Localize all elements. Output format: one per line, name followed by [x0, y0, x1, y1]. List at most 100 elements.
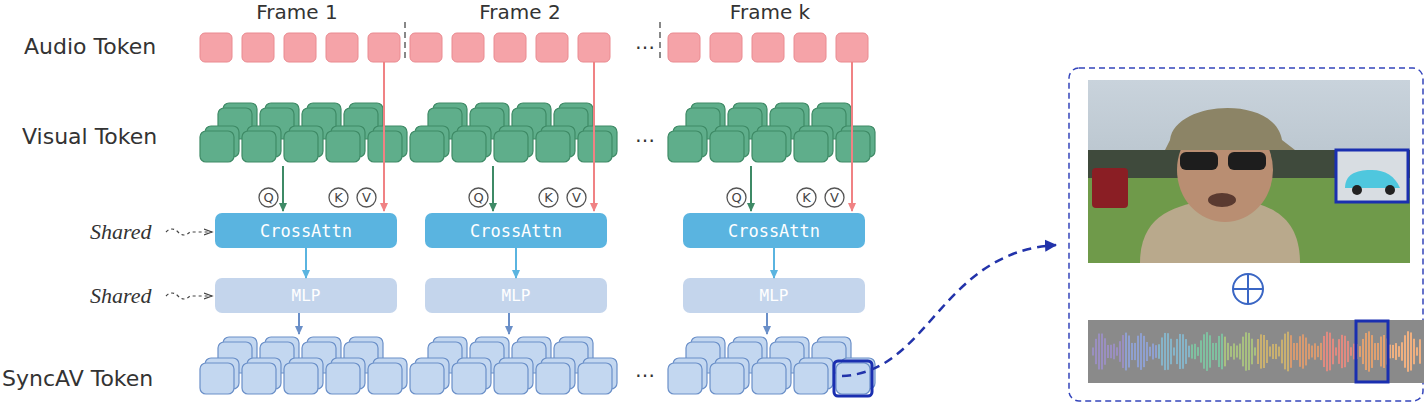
wave-bar	[1284, 334, 1286, 370]
wave-bar	[1107, 345, 1109, 358]
wave-bar	[1287, 332, 1289, 372]
output-arrow	[766, 313, 768, 334]
wave-bar	[1335, 347, 1337, 355]
wave-bar	[1254, 347, 1256, 355]
syncav-token	[836, 363, 870, 394]
wave-bar	[1359, 346, 1361, 357]
qkv-circle: K	[328, 187, 349, 208]
syncav-token	[368, 363, 402, 394]
wave-bar	[1257, 339, 1259, 364]
wave-bar	[1230, 346, 1232, 357]
syncav-token	[410, 363, 444, 394]
ellipsis: …	[635, 358, 655, 382]
visual-arrow	[492, 166, 494, 211]
audio-token	[326, 33, 358, 62]
wave-bar	[1164, 333, 1166, 370]
wave-bar	[1305, 338, 1307, 366]
audio-token	[752, 33, 784, 62]
wave-bar	[1275, 344, 1277, 359]
audio-token	[536, 33, 568, 62]
wave-bar	[1296, 343, 1298, 360]
mlp-box: MLP	[425, 278, 607, 313]
audio-token	[668, 33, 700, 62]
circle-shape	[329, 188, 348, 207]
wave-bar	[1236, 345, 1238, 357]
flow-connector	[515, 248, 517, 278]
wave-bar	[1212, 343, 1214, 360]
wave-bar	[1278, 347, 1280, 357]
visual-token	[200, 131, 234, 162]
wave-bar	[1092, 348, 1094, 356]
shared-note: Shared	[90, 219, 152, 245]
wave-bar	[1365, 333, 1367, 370]
wave-bar	[1281, 340, 1283, 364]
wave-bar	[1293, 343, 1295, 360]
wave-bar	[1245, 332, 1247, 370]
flow-connector	[305, 248, 307, 278]
qkv-circle: V	[824, 187, 845, 208]
wave-bar	[1416, 347, 1418, 355]
row-label: Visual Token	[22, 124, 157, 149]
wave-bar	[1170, 339, 1172, 364]
audio-arrow	[851, 62, 853, 211]
visual-token	[452, 131, 486, 162]
plus-bar	[1247, 274, 1249, 304]
visual-token	[410, 131, 444, 162]
zoom-panel	[1069, 68, 1423, 401]
wave-bar	[1179, 334, 1181, 369]
wave-bar	[1203, 334, 1205, 368]
wave-bar	[1269, 346, 1271, 356]
audio-token	[200, 33, 232, 62]
audio-token	[710, 33, 742, 62]
circle-shape	[825, 188, 844, 207]
crossattn-box: CrossAttn	[683, 213, 865, 248]
wave-bar	[1137, 336, 1139, 368]
wave-bar	[1407, 331, 1409, 371]
wave-bar	[1182, 334, 1184, 369]
row-label: Audio Token	[24, 34, 156, 59]
visual-token	[668, 131, 702, 162]
wave-bar	[1329, 333, 1331, 371]
wave-bar	[1326, 332, 1328, 371]
audio-token	[368, 33, 400, 62]
frame-header: Frame 2	[479, 0, 560, 24]
wave-bar	[1263, 335, 1265, 368]
wave-background	[1088, 320, 1424, 383]
wave-bar	[1317, 346, 1319, 357]
circle-shape	[727, 188, 746, 207]
wave-bar	[1341, 335, 1343, 368]
photo-car	[1092, 168, 1128, 208]
circle-shape	[357, 188, 376, 207]
row-label: SyncAV Token	[2, 366, 153, 391]
wave-bar	[1134, 343, 1136, 360]
wave-bar	[1383, 335, 1385, 368]
ellipsis: …	[635, 30, 655, 54]
qkv-letter: K	[802, 190, 811, 205]
wave-bar	[1260, 334, 1262, 368]
wave-bar	[1413, 339, 1415, 365]
zoom-link	[842, 245, 1056, 376]
visual-token	[752, 131, 786, 162]
qkv-letter: Q	[731, 190, 741, 205]
qkv-circle: Q	[726, 187, 747, 208]
syncav-token	[494, 363, 528, 394]
frame-header: Frame k	[730, 0, 810, 24]
wave-bar	[1206, 332, 1208, 371]
highlight-box	[1356, 321, 1388, 382]
wave-bar	[1098, 334, 1100, 370]
wave-bar	[1248, 333, 1250, 370]
audio-token	[578, 33, 610, 62]
wave-bar	[1128, 335, 1130, 367]
frame-header: Frame 1	[256, 0, 337, 24]
wave-bar	[1143, 336, 1145, 367]
wave-bar	[1290, 335, 1292, 368]
qkv-circle: Q	[468, 187, 489, 208]
syncav-token	[752, 363, 786, 394]
audio-token	[836, 33, 868, 62]
syncav-token	[578, 363, 612, 394]
visual-token	[494, 131, 528, 162]
wave-bar	[1173, 347, 1175, 355]
wave-bar	[1332, 339, 1334, 365]
